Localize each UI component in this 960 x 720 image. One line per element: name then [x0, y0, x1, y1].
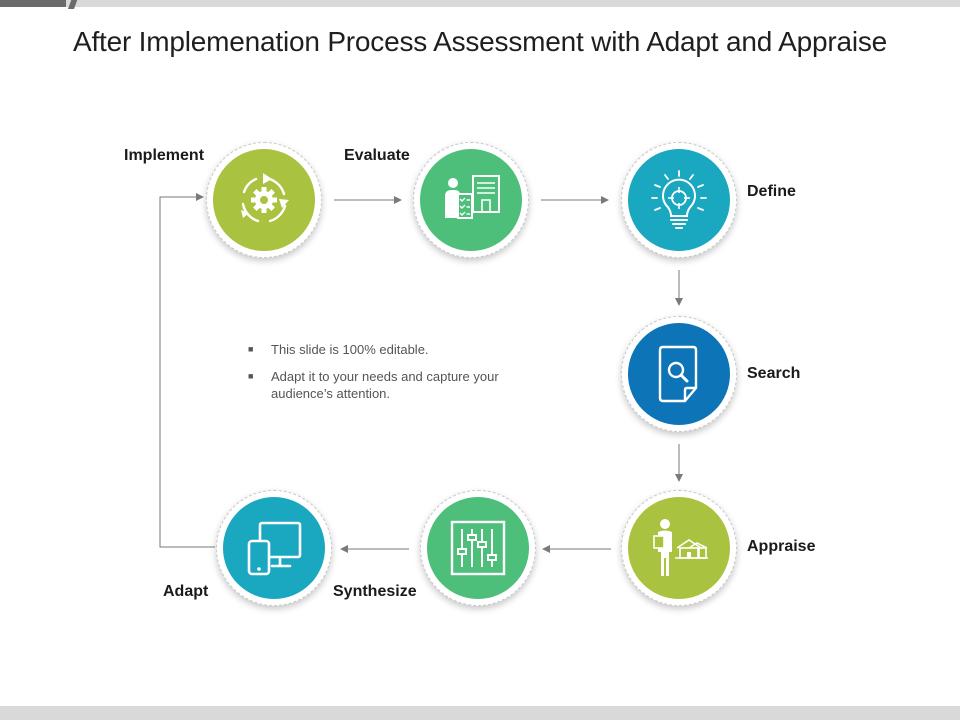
- step-define: [621, 142, 737, 258]
- person-house-icon: [653, 519, 708, 576]
- label-evaluate: Evaluate: [344, 147, 410, 164]
- notes-list: ■ This slide is 100% editable. ■ Adapt i…: [248, 341, 538, 412]
- step-disc: [213, 149, 315, 251]
- cycle-gear-icon: [241, 173, 289, 223]
- step-disc: [420, 149, 522, 251]
- label-define: Define: [747, 183, 796, 200]
- label-search: Search: [747, 365, 801, 382]
- lightbulb-target-icon: [651, 170, 707, 229]
- square-bullet-icon: ■: [248, 344, 254, 354]
- note-item: ■ Adapt it to your needs and capture you…: [248, 368, 538, 402]
- sliders-icon: [450, 520, 506, 576]
- top-accent-bar: [0, 0, 66, 7]
- slide-title: After Implemenation Process Assessment w…: [72, 26, 888, 57]
- label-appraise: Appraise: [747, 538, 816, 555]
- label-synthesize: Synthesize: [333, 583, 417, 600]
- square-bullet-icon: ■: [248, 371, 254, 381]
- step-implement: [206, 142, 322, 258]
- devices-icon: [247, 521, 302, 576]
- label-implement: Implement: [124, 147, 205, 164]
- note-text: This slide is 100% editable.: [271, 342, 429, 357]
- note-text: Adapt it to your needs and capture your …: [271, 369, 499, 401]
- step-disc: [628, 323, 730, 425]
- step-adapt: [216, 490, 332, 606]
- step-synthesize: [420, 490, 536, 606]
- step-disc: [427, 497, 529, 599]
- note-item: ■ This slide is 100% editable.: [248, 341, 538, 358]
- arrow-adapt-implement: [159, 193, 215, 548]
- step-disc: [628, 497, 730, 599]
- label-adapt: Adapt: [163, 583, 209, 600]
- step-disc: [628, 149, 730, 251]
- step-search: [621, 316, 737, 432]
- top-decor-bar: [0, 0, 960, 7]
- step-disc: [223, 497, 325, 599]
- step-evaluate: [413, 142, 529, 258]
- person-checklist-icon: [445, 175, 500, 219]
- bottom-decor-bar: [0, 706, 960, 720]
- document-search-icon: [658, 345, 698, 403]
- step-appraise: [621, 490, 737, 606]
